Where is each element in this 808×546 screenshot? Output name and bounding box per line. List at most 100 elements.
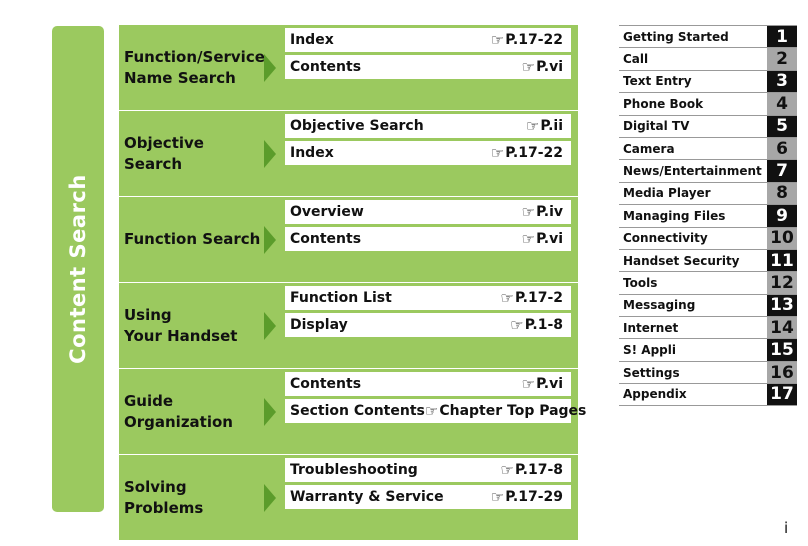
chapter-number: 6	[767, 137, 797, 160]
pointing-hand-icon: ☞	[521, 203, 536, 221]
page-ref-text: P.vi	[536, 376, 563, 392]
link-label: Contents	[290, 376, 362, 392]
link-label: Display	[290, 317, 348, 333]
chapter-label: Digital TV	[623, 119, 690, 134]
pointing-hand-icon: ☞	[521, 58, 536, 76]
search-link[interactable]: Contents ☞P.vi	[285, 372, 571, 396]
page-reference: ☞P.17-2	[501, 289, 572, 307]
search-link[interactable]: Contents ☞P.vi	[285, 227, 571, 251]
page-ref-text: P.1-8	[524, 317, 563, 333]
chapter-number: 9	[767, 205, 797, 227]
content-search-tab: Content Search	[52, 26, 104, 512]
group-title: Function/Service Name Search	[124, 47, 265, 87]
pointing-hand-icon: ☞	[490, 488, 505, 506]
group-title: Guide Organization	[124, 391, 233, 431]
search-group-using-handset: Using Your Handset Function List ☞P.17-2…	[119, 283, 578, 368]
arrow-right-icon	[264, 484, 276, 512]
chapter-number: 15	[767, 339, 797, 361]
page-reference: ☞P.vi	[522, 58, 571, 76]
link-label: Contents	[290, 59, 362, 75]
chapter-number: 7	[767, 160, 797, 182]
search-link[interactable]: Index ☞P.17-22	[285, 141, 571, 165]
link-label: Index	[290, 145, 334, 161]
pointing-hand-icon: ☞	[521, 375, 536, 393]
chapter-label: Getting Started	[623, 29, 729, 44]
group-title: Function Search	[124, 230, 261, 248]
group-title: Using Your Handset	[124, 305, 238, 345]
chapter-tab-managing-files[interactable]: Managing Files 9	[619, 204, 797, 227]
chapter-label: Text Entry	[623, 74, 692, 89]
search-group-objective: Objective Search Objective Search ☞P.ii …	[119, 111, 578, 196]
search-link[interactable]: Troubleshooting ☞P.17-8	[285, 458, 571, 482]
chapter-number: 11	[767, 249, 797, 272]
chapter-label: Connectivity	[623, 231, 708, 246]
link-label: Overview	[290, 204, 364, 220]
group-title: Objective Search	[124, 133, 204, 173]
pointing-hand-icon: ☞	[525, 117, 540, 135]
link-label: Objective Search	[290, 118, 424, 134]
search-group-function: Function Search Overview ☞P.iv Contents …	[119, 197, 578, 282]
page-ref-text: P.vi	[536, 59, 563, 75]
chapter-tab-handset-security[interactable]: Handset Security 11	[619, 248, 797, 272]
search-link[interactable]: Display ☞P.1-8	[285, 313, 571, 337]
pointing-hand-icon: ☞	[510, 316, 524, 334]
search-group-solving-problems: Solving Problems Troubleshooting ☞P.17-8…	[119, 455, 578, 540]
chapter-label: Handset Security	[623, 253, 740, 268]
chapter-number: 8	[767, 182, 797, 205]
search-link[interactable]: Function List ☞P.17-2	[285, 286, 571, 310]
page-ref-text: P.17-22	[505, 32, 563, 48]
search-link[interactable]: Section Contents ☞Chapter Top Pages	[285, 399, 586, 423]
chapter-label: Managing Files	[623, 208, 726, 223]
search-group-guide-organization: Guide Organization Contents ☞P.vi Sectio…	[119, 369, 586, 454]
page-reference: ☞P.17-22	[491, 144, 571, 162]
pointing-hand-icon: ☞	[500, 461, 514, 479]
page-reference: ☞P.1-8	[510, 316, 571, 334]
search-link[interactable]: Objective Search ☞P.ii	[285, 114, 571, 138]
search-link[interactable]: Warranty & Service ☞P.17-29	[285, 485, 571, 509]
search-link[interactable]: Contents ☞P.vi	[285, 55, 571, 79]
pointing-hand-icon: ☞	[424, 402, 439, 420]
arrow-right-icon	[264, 312, 276, 340]
page-ref-text: P.17-8	[514, 462, 563, 478]
page-reference: ☞P.17-29	[491, 488, 571, 506]
page-reference: ☞Chapter Top Pages	[425, 402, 595, 420]
arrow-right-icon	[264, 54, 276, 82]
chapter-label: Phone Book	[623, 96, 704, 111]
arrow-right-icon	[264, 140, 276, 168]
chapter-number: 17	[767, 384, 797, 405]
chapter-number: 16	[767, 361, 797, 384]
chapter-label: Internet	[623, 320, 679, 335]
page-number: i	[784, 519, 789, 537]
chapter-number: 3	[767, 70, 797, 93]
chapter-tab-text-entry[interactable]: Text Entry 3	[619, 69, 797, 93]
page-ref-text: Chapter Top Pages	[439, 403, 587, 419]
link-label: Function List	[290, 290, 392, 306]
page-reference: ☞P.17-22	[491, 31, 571, 49]
link-label: Contents	[290, 231, 362, 247]
chapter-label: Tools	[623, 275, 658, 290]
page-ref-text: P.17-22	[505, 145, 563, 161]
page-ref-text: P.iv	[536, 204, 563, 220]
page-ref-text: P.17-29	[505, 489, 563, 505]
page-reference: ☞P.ii	[526, 117, 571, 135]
page-ref-text: P.17-2	[514, 290, 563, 306]
search-link[interactable]: Index ☞P.17-22	[285, 28, 571, 52]
arrow-right-icon	[264, 226, 276, 254]
chapter-label: News/Entertainment	[623, 164, 762, 179]
chapter-tab-news-entertainment[interactable]: News/Entertainment 7	[619, 159, 797, 182]
search-link[interactable]: Overview ☞P.iv	[285, 200, 571, 224]
